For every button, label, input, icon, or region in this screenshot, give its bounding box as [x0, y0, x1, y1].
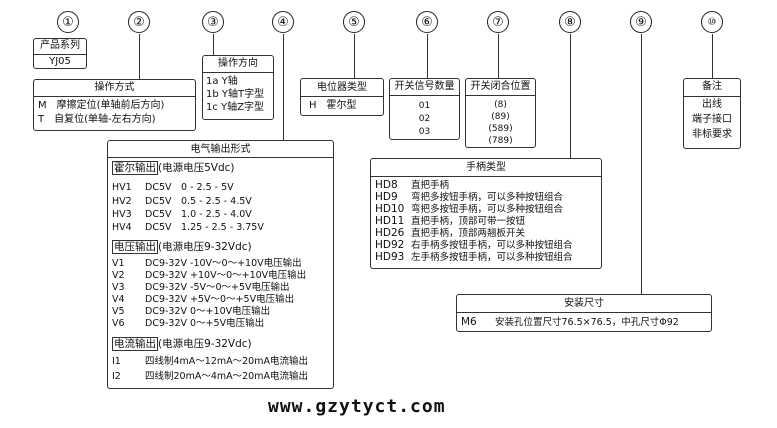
index-9: ⑨ [630, 11, 652, 33]
index-8: ⑧ [559, 11, 581, 33]
direction-row: 1a Y轴 [206, 76, 238, 87]
remarks-title: 备注 [702, 81, 722, 92]
potentiometer-box: 电位器类型 H 霍尔型 [300, 78, 384, 116]
index-3: ③ [202, 11, 224, 33]
index-6: ⑥ [416, 11, 438, 33]
connector-line-8 [570, 34, 571, 158]
website-url: www.gzytyct.com [268, 396, 446, 417]
switch-position-title: 开关闭合位置 [470, 81, 531, 92]
connector-line-10 [712, 34, 713, 78]
index-2: ② [128, 11, 150, 33]
potentiometer-value: H 霍尔型 [309, 100, 357, 111]
connector-line-3 [213, 34, 214, 55]
series-title: 产品系列 [40, 40, 80, 51]
direction-row: 1b Y轴T字型 [206, 89, 265, 100]
current-heading: 电流输出(电源电压9-32Vdc) [112, 337, 252, 351]
operation-box: 操作方式 M 摩擦定位(单轴前后方向) T 自复位(单轴-左右方向) [33, 79, 196, 131]
switch-count-row: 01 [418, 101, 431, 111]
index-10: ⑩ [701, 11, 723, 33]
hall-note: (电源电压5Vdc) [158, 162, 235, 174]
hall-tag: 霍尔输出 [112, 161, 158, 175]
direction-box: 操作方向 1a Y轴 1b Y轴T字型 1c Y轴Z字型 [202, 55, 274, 120]
hall-heading: 霍尔输出(电源电压5Vdc) [112, 161, 235, 175]
connector-line-7 [498, 34, 499, 78]
current-tag: 电流输出 [112, 337, 158, 351]
voltage-heading: 电压输出(电源电压9-32Vdc) [112, 240, 252, 254]
operation-title: 操作方式 [94, 82, 135, 93]
remarks-row: 非标要求 [692, 129, 732, 140]
switch-count-row: 03 [418, 127, 431, 137]
switch-position-box: 开关闭合位置 (8) (89) (589) (789) [465, 78, 536, 148]
index-4: ④ [272, 11, 294, 33]
voltage-note: (电源电压9-32Vdc) [158, 241, 252, 253]
switch-count-title: 开关信号数量 [394, 81, 455, 92]
direction-row: 1c Y轴Z字型 [206, 102, 264, 113]
connector-line-2 [139, 34, 140, 79]
mount-title: 安装尺寸 [564, 298, 604, 309]
connector-line-4 [283, 34, 284, 140]
index-1: ① [57, 11, 79, 33]
connector-line-9 [641, 34, 642, 294]
switch-position-row: (589) [488, 124, 513, 134]
switch-count-row: 02 [418, 114, 431, 124]
series-value: YJ05 [49, 56, 71, 67]
switch-position-row: (89) [491, 112, 510, 122]
handle-title: 手柄类型 [466, 162, 506, 173]
connector-line-5 [354, 34, 355, 78]
electrical-title: 电气输出形式 [190, 144, 251, 155]
index-7: ⑦ [487, 11, 509, 33]
current-note: (电源电压9-32Vdc) [158, 338, 252, 350]
potentiometer-title: 电位器类型 [317, 82, 367, 93]
remarks-row: 端子接口 [692, 114, 732, 125]
remarks-row: 出线 [702, 99, 722, 110]
remarks-box: 备注 出线 端子接口 非标要求 [683, 78, 741, 149]
index-5: ⑤ [343, 11, 365, 33]
switch-position-row: (789) [488, 136, 513, 146]
voltage-tag: 电压输出 [112, 240, 158, 254]
operation-row: T 自复位(单轴-左右方向) [38, 114, 156, 125]
direction-title: 操作方向 [218, 58, 258, 69]
series-box: 产品系列 YJ05 [33, 38, 87, 69]
connector-line-6 [427, 34, 428, 78]
switch-position-row: (8) [494, 100, 507, 110]
operation-row: M 摩擦定位(单轴前后方向) [38, 100, 165, 111]
switch-count-box: 开关信号数量 01 02 03 [389, 78, 460, 140]
